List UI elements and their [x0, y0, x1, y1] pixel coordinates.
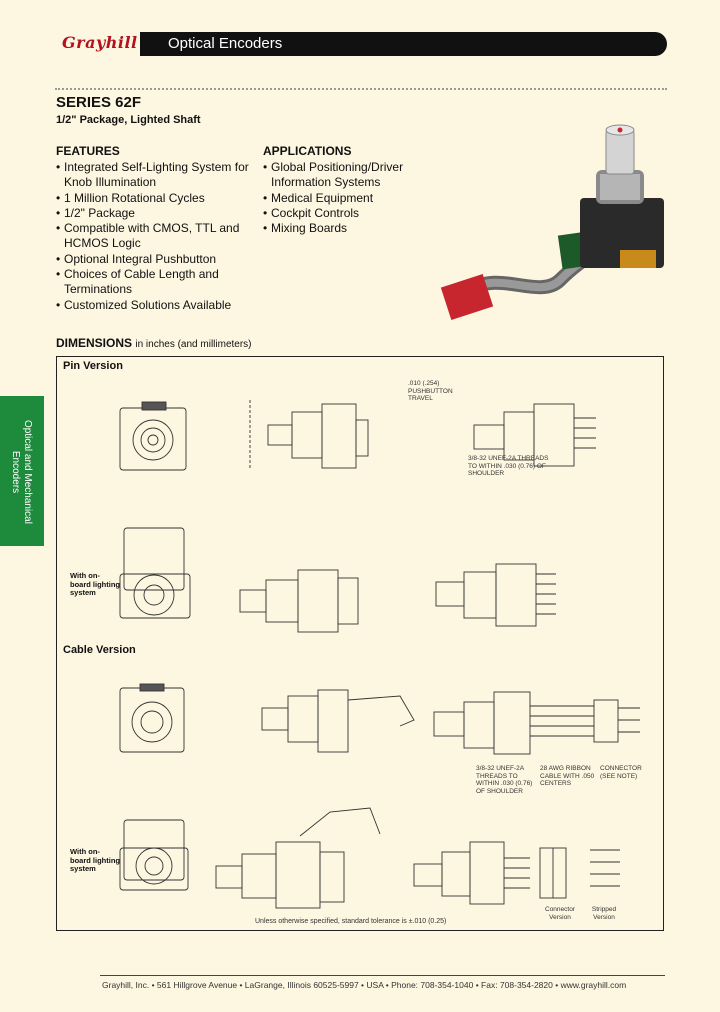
ribbon-cable-label: 28 AWG RIBBON CABLE WITH .050 CENTERS: [540, 765, 595, 787]
section-side-tab: Optical and Mechanical Encoders: [0, 396, 44, 546]
footer-contact: Grayhill, Inc. • 561 Hillgrove Avenue • …: [102, 980, 627, 990]
applications-heading: APPLICATIONS: [263, 144, 352, 158]
feature-item: Choices of Cable Length and Terminations: [56, 267, 256, 298]
tolerance-note: Unless otherwise specified, standard tol…: [255, 918, 447, 925]
header-bar: Optical Encoders: [140, 32, 667, 56]
side-tab-label: Optical and Mechanical Encoders: [10, 420, 33, 524]
feature-item: 1 Million Rotational Cycles: [56, 191, 256, 207]
dimensions-units: in inches (and millimeters): [135, 339, 252, 350]
application-item: Mixing Boards: [263, 221, 443, 236]
features-heading: FEATURES: [56, 144, 120, 158]
series-title: SERIES 62F: [56, 94, 142, 111]
grayhill-logo: Grayhill: [62, 33, 138, 52]
with-onboard-label-cable: With on-board lighting system: [70, 847, 120, 873]
series-subtitle: 1/2" Package, Lighted Shaft: [56, 114, 201, 126]
thread-label-cable: 3/8-32 UNEF-2A THREADS TO WITHIN .030 (0…: [476, 765, 533, 795]
application-item: Medical Equipment: [263, 191, 443, 207]
application-item: Global Positioning/Driver Information Sy…: [263, 160, 443, 191]
header-title: Optical Encoders: [168, 35, 283, 52]
footer-divider: [100, 975, 665, 976]
cable-version-title: Cable Version: [63, 644, 136, 656]
connector-version-label: Connector Version: [545, 906, 575, 921]
feature-item: Customized Solutions Available: [56, 298, 256, 314]
feature-item: 1/2" Package: [56, 206, 256, 222]
feature-item: Compatible with CMOS, TTL and HCMOS Logi…: [56, 221, 256, 252]
push-travel-label: .010 (.254) PUSHBUTTON TRAVEL: [408, 380, 453, 402]
stripped-version-label: Stripped Version: [591, 906, 617, 921]
application-item: Cockpit Controls: [263, 206, 443, 222]
dotted-divider: [55, 88, 667, 90]
with-onboard-label: With on-board lighting system: [70, 571, 120, 597]
dimensions-heading: DIMENSIONS in inches (and millimeters): [56, 336, 252, 350]
feature-item: Optional Integral Pushbutton: [56, 252, 256, 268]
thread-label: 3/8-32 UNEF-2A THREADS TO WITHIN .030 (0…: [468, 455, 549, 477]
feature-item: Integrated Self-Lighting System for Knob…: [56, 160, 256, 191]
features-list: Integrated Self-Lighting System for Knob…: [56, 160, 256, 313]
applications-list: Global Positioning/Driver Information Sy…: [263, 160, 443, 236]
encoder-illustration: [440, 124, 664, 320]
dimensions-title: DIMENSIONS: [56, 336, 133, 350]
pin-version-title: Pin Version: [63, 360, 123, 372]
dimensions-drawing-box: [56, 356, 664, 931]
connector-label: CONNECTOR (SEE NOTE): [600, 765, 642, 780]
